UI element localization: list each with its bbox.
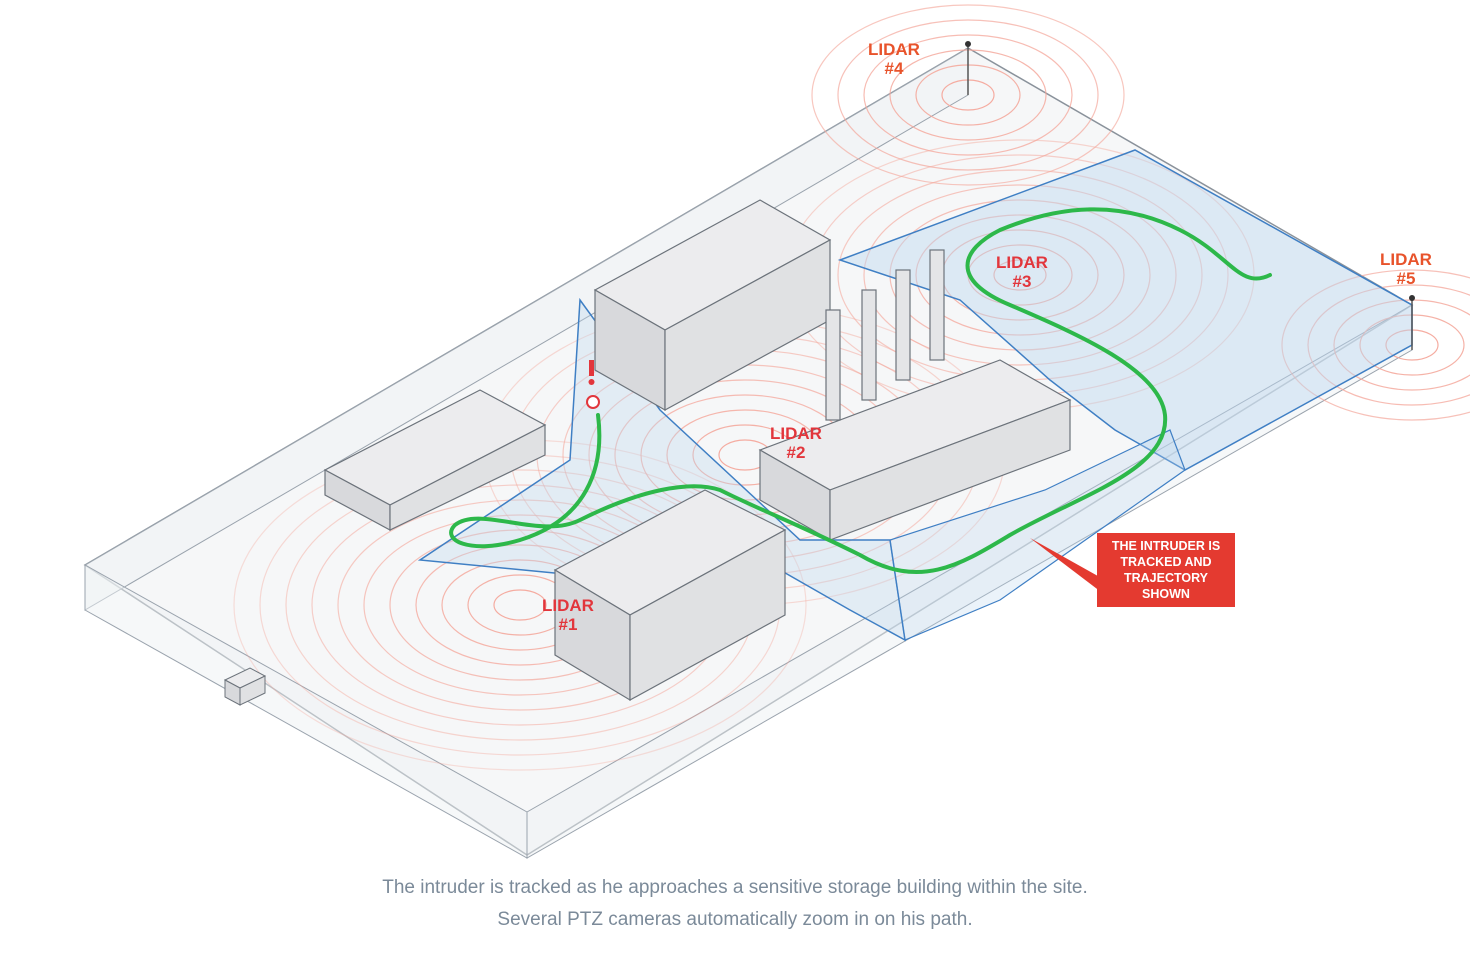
lidar-label-text: LIDAR #2 xyxy=(770,424,822,462)
lidar-5-label: LIDAR #5 xyxy=(1370,250,1442,288)
lidar-4-label: LIDAR #4 xyxy=(858,40,930,78)
lidar-ring xyxy=(863,34,1073,156)
lidar-ring xyxy=(493,589,547,621)
lidar-ring xyxy=(863,184,1177,366)
site-diagram xyxy=(83,4,1470,859)
lidar-ring xyxy=(1281,269,1470,421)
building-south xyxy=(553,489,787,702)
lidar-ring xyxy=(1307,284,1470,406)
building-power-plant xyxy=(758,249,1072,542)
building-west-warehouse xyxy=(323,389,547,532)
lidar-1-label: LIDAR #1 xyxy=(532,596,604,634)
caption-line-2: Several PTZ cameras automatically zoom i… xyxy=(497,909,973,930)
gatehouse xyxy=(223,667,267,706)
intruder-trajectory xyxy=(449,207,1272,575)
lidar-ring xyxy=(915,214,1125,336)
lidar-pole-4 xyxy=(965,41,971,95)
lidar-label-text: LIDAR #3 xyxy=(996,253,1048,291)
lidar-2-label: LIDAR #2 xyxy=(760,424,832,462)
intruder-callout: THE INTRUDER IS TRACKED AND TRAJECTORY S… xyxy=(1097,533,1235,607)
lidar-3-label: LIDAR #3 xyxy=(986,253,1058,291)
lidar-ring xyxy=(993,259,1047,291)
callout-pointer xyxy=(1030,538,1105,595)
lidar-label-text: LIDAR #4 xyxy=(868,40,920,78)
caption: The intruder is tracked as he approaches… xyxy=(0,872,1470,936)
caption-line-1: The intruder is tracked as he approaches… xyxy=(382,877,1088,898)
lidar-label-text: LIDAR #5 xyxy=(1380,250,1432,288)
building-north xyxy=(593,199,832,412)
intruder-marker xyxy=(586,360,600,409)
lidar-ring xyxy=(811,4,1125,186)
lidar-pole-5 xyxy=(1409,295,1415,350)
callout-text: THE INTRUDER IS TRACKED AND TRAJECTORY S… xyxy=(1111,539,1221,601)
lidar-ring xyxy=(889,199,1151,351)
lidar-label-text: LIDAR #1 xyxy=(542,596,594,634)
lidar-ring xyxy=(837,19,1099,171)
